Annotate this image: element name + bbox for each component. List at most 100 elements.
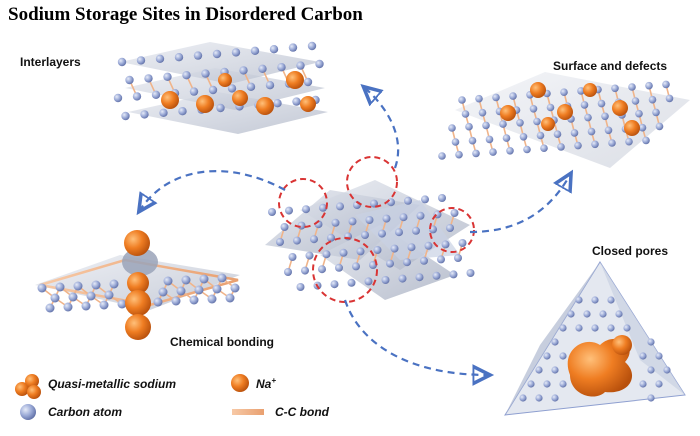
carbon-atom xyxy=(81,301,91,311)
carbon-atom xyxy=(583,310,591,318)
carbon-atom xyxy=(574,141,582,150)
carbon-atom xyxy=(155,54,165,63)
carbon-atom xyxy=(121,111,130,121)
carbon-atom xyxy=(478,108,487,117)
label-chemical-bonding: Chemical bonding xyxy=(170,335,275,349)
carbon-atom xyxy=(273,99,282,108)
carbon-atom xyxy=(535,394,543,402)
disordered-carbon-model xyxy=(265,156,475,303)
carbon-atom xyxy=(441,240,450,249)
carbon-atom xyxy=(416,211,425,220)
carbon-atom xyxy=(335,263,343,272)
carbon-atom xyxy=(315,59,324,69)
carbon-atom xyxy=(293,236,301,245)
carbon-atom xyxy=(369,261,377,269)
carbon-atom xyxy=(535,366,543,374)
carbon-atom xyxy=(448,124,456,132)
carbon-atom xyxy=(599,310,607,318)
carbon-atom xyxy=(140,110,149,119)
carbon-atom xyxy=(398,274,407,283)
carbon-atom xyxy=(540,144,548,152)
carbon-atom xyxy=(99,300,109,310)
carbon-atom xyxy=(639,352,647,360)
carbon-atom xyxy=(458,239,467,247)
carbon-atom xyxy=(395,228,403,237)
carbon-atom xyxy=(648,95,657,104)
carbon-atom xyxy=(536,131,545,140)
carbon-atom xyxy=(635,109,643,118)
carbon-atom xyxy=(227,84,237,93)
carbon-atom xyxy=(50,293,60,303)
carbon-atom xyxy=(231,48,241,57)
interlayers-model xyxy=(113,41,328,134)
carbon-atom xyxy=(159,108,168,118)
carbon-atom xyxy=(280,223,289,231)
carbon-atom xyxy=(647,394,655,402)
carbon-atom xyxy=(437,255,445,264)
carbon-atom xyxy=(276,238,284,246)
carbon-atom xyxy=(475,94,483,103)
carbon-atom xyxy=(144,74,153,83)
carbon-atom xyxy=(230,283,240,293)
carbon-atom xyxy=(239,66,248,75)
carbon-atom xyxy=(296,283,305,291)
carbon-atom xyxy=(597,99,606,108)
carbon-atom xyxy=(378,229,386,238)
carbon-atom xyxy=(557,143,565,151)
carbon-atom xyxy=(327,233,335,242)
carbon-atom xyxy=(468,136,477,145)
carbon-atom xyxy=(655,122,664,131)
carbon-atom xyxy=(438,194,446,202)
carbon-atom xyxy=(519,133,528,141)
carbon-atom xyxy=(319,203,327,212)
carbon-atom xyxy=(45,303,55,313)
arrows xyxy=(140,88,570,375)
carbon-atom xyxy=(178,107,187,116)
carbon-atom xyxy=(63,302,73,312)
carbon-atom xyxy=(577,87,585,95)
carbon-atom xyxy=(310,235,318,244)
carbon-atom xyxy=(305,251,314,260)
carbon-atom xyxy=(560,88,568,96)
carbon-atom xyxy=(199,274,209,284)
carbon-atom xyxy=(181,275,191,285)
carbon-atom xyxy=(655,380,663,388)
carbon-atom xyxy=(390,244,399,253)
arrow-to-interlayers xyxy=(365,88,400,169)
carbon-atom xyxy=(86,291,96,301)
carbon-atom xyxy=(489,148,497,156)
carbon-atom xyxy=(225,293,235,303)
carbon-atom xyxy=(174,53,184,62)
carbon-atom xyxy=(421,195,429,204)
carbon-atom xyxy=(381,276,390,284)
carbon-atom xyxy=(591,140,599,149)
carbon-atom xyxy=(386,259,394,268)
carbon-atom xyxy=(450,209,459,217)
carbon-atom xyxy=(37,283,47,293)
carbon-atom xyxy=(322,250,331,259)
carbon-atom xyxy=(68,292,78,302)
carbon-atom xyxy=(361,231,369,239)
carbon-atom xyxy=(449,270,458,279)
carbon-atom xyxy=(533,117,541,126)
carbon-atom xyxy=(551,394,559,402)
carbon-atom xyxy=(104,290,114,300)
carbon-atom xyxy=(647,366,655,374)
carbon-atom xyxy=(55,282,65,292)
legend-carbon-atom-icon xyxy=(20,404,36,420)
carbon-atom xyxy=(485,135,494,144)
carbon-atom xyxy=(284,268,292,276)
carbon-atom xyxy=(365,216,374,224)
carbon-atom xyxy=(151,90,161,100)
carbon-atom xyxy=(212,49,222,59)
carbon-atom xyxy=(492,93,500,102)
carbon-atom xyxy=(454,254,462,262)
legend-quasi-metallic-icon xyxy=(15,374,41,399)
carbon-atom xyxy=(292,97,301,106)
carbon-atom xyxy=(176,286,186,296)
carbon-atom xyxy=(607,296,615,304)
carbon-atom xyxy=(455,150,463,159)
carbon-atom xyxy=(523,145,531,154)
carbon-atom xyxy=(527,380,535,388)
